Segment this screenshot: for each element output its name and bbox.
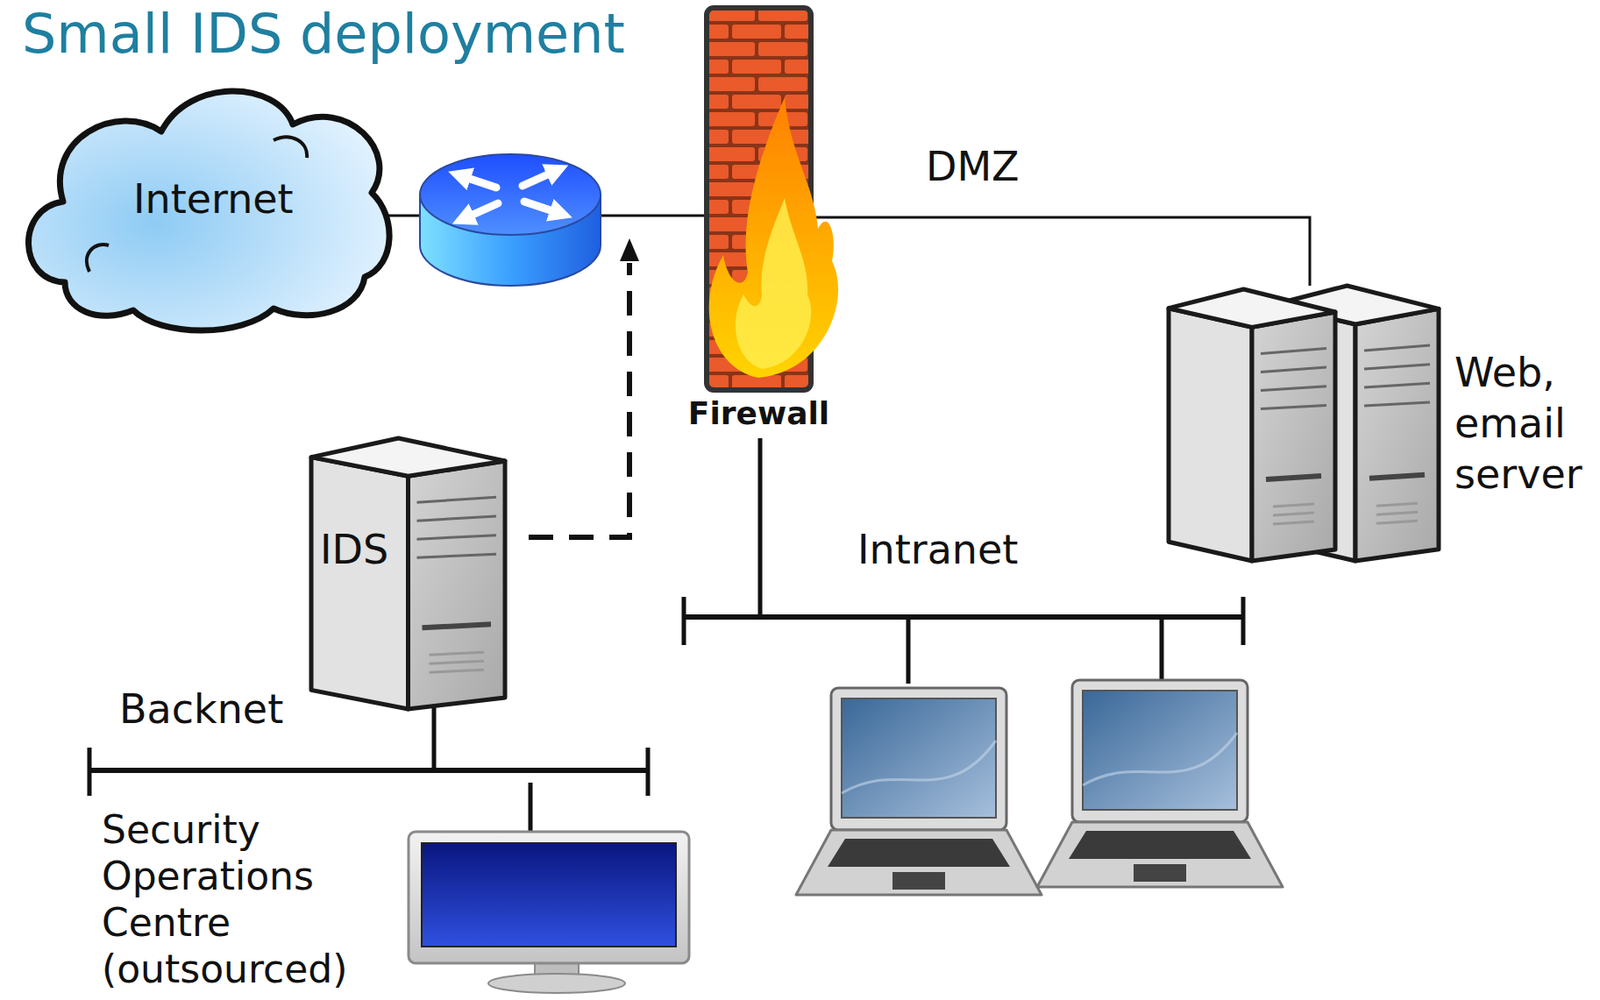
laptop-group <box>796 680 1283 896</box>
ids-tower-shape <box>311 438 505 710</box>
node-label: Internet <box>133 175 294 224</box>
node-label: Firewall <box>688 396 830 432</box>
firewall-shape <box>704 5 814 434</box>
network-wires <box>89 438 1244 833</box>
internet-cloud: Internet <box>10 61 393 337</box>
network-link <box>813 217 1310 286</box>
router-symbol <box>419 154 601 286</box>
node-label: IDS <box>320 526 389 575</box>
ids-tower: IDS <box>311 438 505 710</box>
node-label: Web, email server <box>1454 347 1591 500</box>
laptop-symbol <box>796 688 1042 896</box>
diagram-title: Small IDS deployment <box>21 1 626 67</box>
node-label: Security Operations Centre (outsourced) <box>101 806 365 993</box>
firewall: Firewall <box>704 5 814 434</box>
tower-case <box>311 438 505 710</box>
server-pair: Web, email server <box>1168 285 1596 562</box>
network-label: Intranet <box>857 526 1018 575</box>
link-label: DMZ <box>925 142 1020 192</box>
mirror-tap-arrow <box>528 238 640 538</box>
soc-monitor: Security Operations Centre (outsourced) <box>96 804 693 996</box>
laptop-symbol <box>1037 680 1283 888</box>
network-label: Backnet <box>119 685 284 734</box>
tower-case <box>1168 289 1336 562</box>
